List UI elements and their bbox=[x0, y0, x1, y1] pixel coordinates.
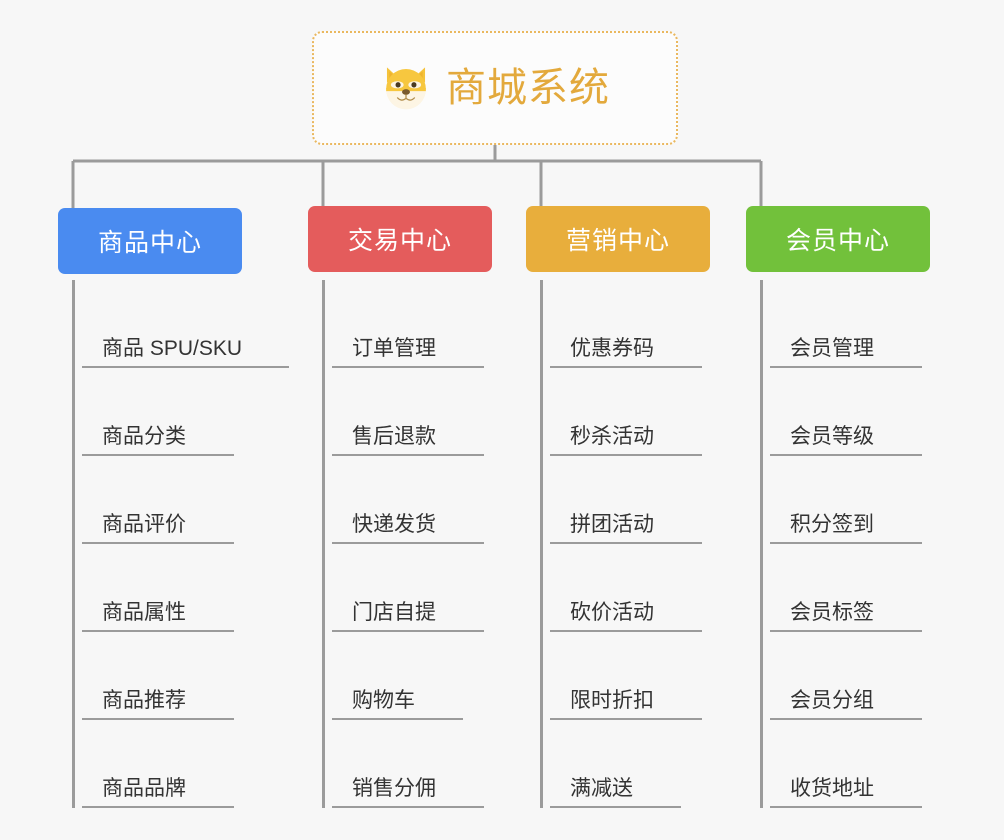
category-label: 营销中心 bbox=[565, 227, 670, 255]
leaf-underline bbox=[550, 542, 702, 544]
branch-spine bbox=[760, 280, 763, 808]
root-node[interactable]: 商城系统 bbox=[312, 31, 678, 145]
leaf-label: 优惠券码 bbox=[570, 337, 654, 360]
leaf-label: 订单管理 bbox=[352, 337, 436, 360]
category-box[interactable]: 交易中心 bbox=[308, 206, 492, 272]
leaf-label: 商品分类 bbox=[102, 425, 186, 448]
leaf-label: 满减送 bbox=[570, 777, 633, 800]
leaf-label: 秒杀活动 bbox=[570, 425, 654, 448]
leaf-label: 商品推荐 bbox=[102, 689, 186, 712]
branch-spine bbox=[72, 280, 75, 808]
category-label: 会员中心 bbox=[785, 227, 890, 255]
root-title: 商城系统 bbox=[446, 66, 610, 110]
leaf-label: 商品评价 bbox=[102, 513, 186, 536]
leaf-underline bbox=[550, 718, 702, 720]
leaf-underline bbox=[770, 718, 922, 720]
leaf-label: 购物车 bbox=[352, 689, 415, 712]
leaf-underline bbox=[770, 806, 922, 808]
leaf-label: 积分签到 bbox=[790, 513, 874, 536]
leaf-label: 收货地址 bbox=[790, 777, 874, 800]
leaf-underline bbox=[550, 630, 702, 632]
leaf-underline bbox=[332, 630, 484, 632]
leaf-label: 快递发货 bbox=[352, 513, 436, 536]
branch-spine bbox=[540, 280, 543, 808]
leaf-label: 门店自提 bbox=[352, 601, 436, 624]
leaf-underline bbox=[550, 806, 681, 808]
category-box[interactable]: 营销中心 bbox=[526, 206, 710, 272]
leaf-underline bbox=[332, 454, 484, 456]
leaf-underline bbox=[82, 630, 234, 632]
category-box[interactable]: 会员中心 bbox=[746, 206, 930, 272]
leaf-label: 销售分佣 bbox=[352, 777, 436, 800]
leaf-label: 会员等级 bbox=[790, 425, 874, 448]
leaf-label: 限时折扣 bbox=[570, 689, 654, 712]
leaf-label: 会员管理 bbox=[790, 337, 874, 360]
branch-spine bbox=[322, 280, 325, 808]
leaf-underline bbox=[770, 542, 922, 544]
leaf-label: 会员分组 bbox=[790, 689, 874, 712]
leaf-underline bbox=[332, 806, 484, 808]
leaf-underline bbox=[770, 366, 922, 368]
dog-face-icon bbox=[386, 67, 426, 110]
category-label: 交易中心 bbox=[347, 227, 452, 255]
leaf-label: 商品 SPU/SKU bbox=[102, 337, 243, 360]
leaf-underline bbox=[82, 718, 234, 720]
leaf-label: 砍价活动 bbox=[570, 601, 654, 624]
category-box[interactable]: 商品中心 bbox=[58, 208, 242, 274]
leaf-underline bbox=[82, 366, 289, 368]
leaf-label: 售后退款 bbox=[352, 425, 436, 448]
leaf-label: 会员标签 bbox=[790, 601, 874, 624]
leaf-label: 拼团活动 bbox=[570, 513, 654, 536]
leaf-underline bbox=[550, 454, 702, 456]
leaf-underline bbox=[82, 454, 234, 456]
leaf-label: 商品属性 bbox=[102, 601, 186, 624]
leaf-underline bbox=[332, 718, 463, 720]
leaf-underline bbox=[332, 366, 484, 368]
leaf-underline bbox=[82, 806, 234, 808]
leaf-underline bbox=[550, 366, 702, 368]
leaf-underline bbox=[770, 454, 922, 456]
leaf-underline bbox=[82, 542, 234, 544]
category-label: 商品中心 bbox=[97, 229, 202, 257]
leaf-label: 商品品牌 bbox=[102, 777, 186, 800]
leaf-underline bbox=[770, 630, 922, 632]
leaf-underline bbox=[332, 542, 484, 544]
